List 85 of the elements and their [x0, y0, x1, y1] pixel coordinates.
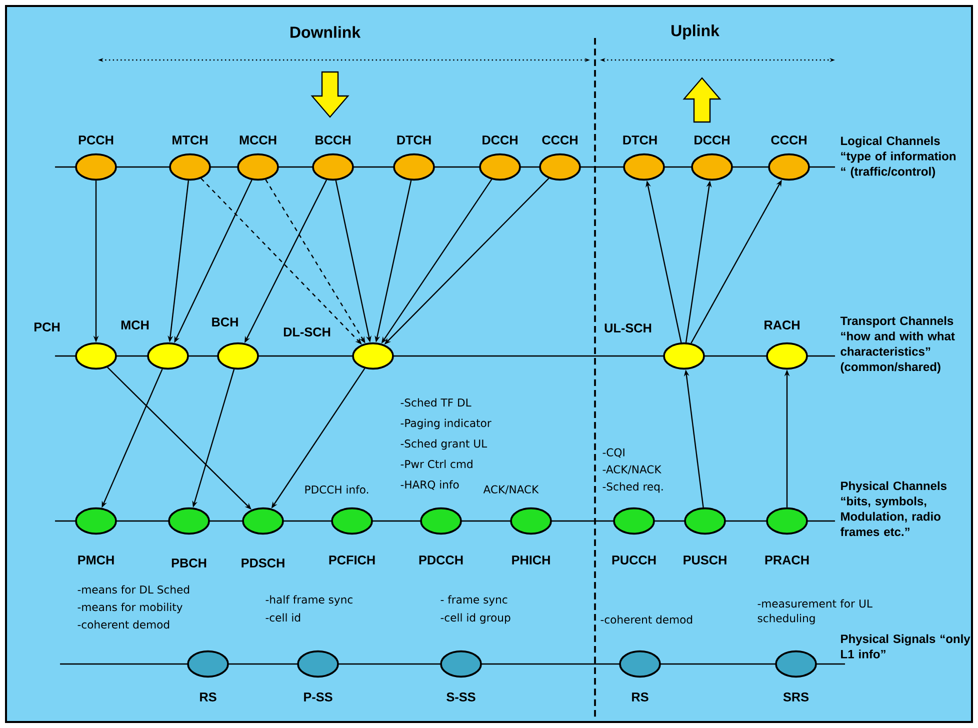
channel-node: UL-SCH — [604, 324, 705, 370]
node-label: PMCH — [78, 556, 114, 564]
note-text: -ACK/NACK — [602, 465, 662, 474]
note-text: -CQI — [602, 448, 624, 458]
note-text: -means for mobility — [78, 602, 182, 614]
channel-node: PMCH — [75, 507, 117, 564]
note-text: -Paging indicator — [400, 418, 492, 430]
node-label: PCFICH — [329, 556, 375, 564]
channel-node: PDCCH — [419, 507, 463, 564]
channel-node: PCCH — [75, 136, 117, 181]
channel-node: MCCH — [237, 136, 279, 181]
node-label: DTCH — [623, 136, 657, 144]
channel-node: PHICH — [510, 507, 552, 564]
channel-node: DCCH — [691, 136, 733, 181]
node-label: RACH — [764, 320, 800, 330]
node-label: UL-SCH — [604, 324, 652, 332]
node-label: PUCCH — [612, 556, 656, 564]
note-text: -cell id — [266, 613, 300, 622]
note-text: PDCCH info. — [305, 485, 368, 494]
note-text: -measurement for UL scheduling — [758, 599, 872, 624]
channel-node: RACH — [764, 320, 808, 370]
node-label: PUSCH — [684, 556, 726, 564]
node-label: SRS — [783, 692, 809, 702]
row-label: Logical Channels “type of information “ (traffic/control) — [841, 136, 956, 178]
channel-node: DTCH — [393, 136, 435, 181]
node-label: CCCH — [771, 136, 806, 144]
channel-node: PCFICH — [329, 507, 375, 564]
note-text: -Sched grant UL — [400, 439, 488, 450]
channel-node: P-SS — [297, 650, 339, 702]
node-label: MCH — [121, 320, 149, 330]
channel-node: MCH — [121, 320, 189, 370]
note-text: -coherent demod — [600, 615, 692, 624]
row-label: Physical Signals “only L1 info” — [841, 634, 970, 658]
note-text: - frame sync — [440, 595, 508, 606]
node-label: DTCH — [397, 136, 431, 144]
row-label: Transport Channels “how and with what characteristics” (common/shared) — [840, 316, 955, 374]
note-text: ACK/NACK — [483, 485, 539, 494]
channel-node: PRACH — [765, 507, 809, 564]
node-label: PDSCH — [242, 558, 284, 568]
channel-node: MTCH — [169, 136, 211, 181]
node-label: S-SS — [446, 692, 476, 702]
node-label: PDCCH — [419, 556, 463, 564]
channel-node: PUCCH — [612, 507, 656, 564]
node-label: PBCH — [172, 558, 206, 568]
node-label: DCCH — [482, 136, 518, 144]
node-label: PRACH — [765, 556, 809, 564]
note-text: -coherent demod — [78, 620, 170, 629]
node-label: DCCH — [694, 136, 730, 144]
channel-node: RS — [619, 650, 661, 702]
note-text: -Sched req. — [602, 482, 663, 493]
note-text: -half frame sync — [266, 595, 352, 606]
note-text: -Sched TF DL — [400, 398, 472, 407]
node-label: PCCH — [78, 136, 114, 144]
node-label: BCH — [212, 318, 238, 326]
note-text: -HARQ info — [400, 480, 459, 490]
note-text: -Pwr Ctrl cmd — [400, 460, 472, 468]
channel-node: BCCH — [312, 136, 354, 181]
note-text: -means for DL Sched — [78, 585, 190, 594]
channel-node: CCCH — [768, 136, 810, 181]
channel-node: SRS — [775, 650, 817, 702]
channel-node: DTCH — [623, 136, 665, 181]
node-label: PHICH — [512, 556, 550, 564]
node-label: P-SS — [304, 692, 332, 702]
node-label: CCCH — [542, 136, 578, 144]
node-label: MTCH — [172, 136, 208, 144]
node-label: PCH — [34, 322, 60, 332]
channel-node: PCH — [34, 322, 117, 370]
note-text: -cell id group — [440, 613, 510, 624]
heading: Downlink — [290, 26, 361, 38]
channel-node: PDSCH — [242, 507, 284, 568]
channel-node: PBCH — [168, 507, 210, 568]
channel-node: DCCH — [479, 136, 521, 181]
node-label: MCCH — [240, 136, 276, 144]
node-label: BCCH — [316, 136, 350, 144]
node-label: RS — [632, 692, 648, 702]
channel-node: DL-SCH — [284, 328, 394, 370]
node-label: DL-SCH — [284, 328, 330, 336]
node-label: RS — [200, 692, 216, 702]
channel-node: CCCH — [539, 136, 581, 181]
channel-node: RS — [187, 650, 229, 702]
channel-node: PUSCH — [684, 507, 726, 564]
channel-node: BCH — [212, 318, 259, 370]
channel-node: S-SS — [440, 650, 482, 702]
heading: Uplink — [672, 24, 720, 40]
row-label: Physical Channels “bits, symbols, Modulation, radio frames etc.” — [840, 481, 946, 536]
